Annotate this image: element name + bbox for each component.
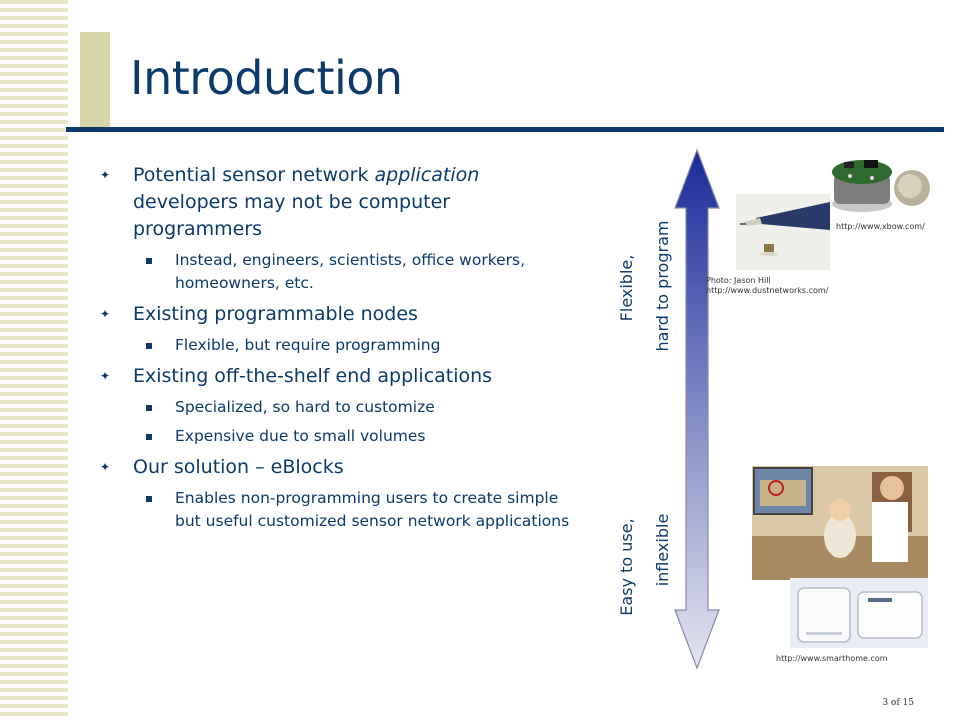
- sub-bullet-text: Specialized, so hard to customize: [175, 398, 435, 416]
- bullet-list: ✦ Potential sensor network application d…: [100, 156, 580, 533]
- sub-bullet-specialized: Specialized, so hard to customize: [100, 396, 580, 419]
- decorative-stripes: [0, 0, 68, 720]
- bullet-programmable-nodes: ✦ Existing programmable nodes: [100, 301, 580, 328]
- square-bullet-icon: [146, 343, 152, 349]
- bullet-potential-developers: ✦ Potential sensor network application d…: [100, 162, 580, 243]
- bullet-text: Existing programmable nodes: [133, 303, 418, 325]
- diamond-bullet-icon: ✦: [100, 307, 111, 321]
- axis-label-inflexible: inflexible: [653, 513, 672, 587]
- axis-label-flexible: Flexible,: [617, 254, 636, 322]
- bullet-text: Existing off-the-shelf end applications: [133, 365, 493, 387]
- credit-smarthome: http://www.smarthome.com: [776, 654, 888, 663]
- sub-bullet-enables: Enables non-programming users to create …: [100, 487, 580, 533]
- sub-bullet-text: Expensive due to small volumes: [175, 427, 426, 445]
- double-arrow-icon: [674, 148, 720, 670]
- sub-bullet-expensive: Expensive due to small volumes: [100, 425, 580, 448]
- credit-xbow: http://www.xbow.com/: [836, 222, 925, 231]
- bullet-our-solution: ✦ Our solution – eBlocks: [100, 454, 580, 481]
- credit-photo-by: Photo: Jason Hill: [706, 276, 771, 285]
- garage-door-kit-image: [790, 578, 928, 648]
- sub-bullet-flexible: Flexible, but require programming: [100, 334, 580, 357]
- square-bullet-icon: [146, 258, 152, 264]
- xbow-mote-image: [820, 148, 934, 218]
- square-bullet-icon: [146, 496, 152, 502]
- slide-number: 3 of 15: [882, 698, 914, 708]
- smarthome-photo-image: [752, 466, 928, 580]
- square-bullet-icon: [146, 405, 152, 411]
- credit-dust: http://www.dustnetworks.com/: [706, 286, 829, 295]
- slide-title: Introduction: [130, 51, 403, 105]
- title-rule: [66, 127, 944, 132]
- axis-label-hard-to-program: hard to program: [653, 220, 672, 352]
- diamond-bullet-icon: ✦: [100, 168, 111, 182]
- sub-bullet-text: Enables non-programming users to create …: [175, 489, 570, 530]
- diamond-bullet-icon: ✦: [100, 369, 111, 383]
- bullet-text-part: developers may not be computer programme…: [133, 191, 451, 240]
- bullet-text-emphasis: application: [374, 164, 480, 186]
- sub-bullet-instead: Instead, engineers, scientists, office w…: [100, 249, 580, 295]
- sub-bullet-text: Instead, engineers, scientists, office w…: [175, 251, 526, 292]
- diamond-bullet-icon: ✦: [100, 460, 111, 474]
- square-bullet-icon: [146, 434, 152, 440]
- axis-label-easy-to-use: Easy to use,: [617, 518, 636, 616]
- bullet-text: Our solution – eBlocks: [133, 456, 344, 478]
- bullet-text-part: Potential sensor network: [133, 164, 375, 186]
- sub-bullet-text: Flexible, but require programming: [175, 336, 441, 354]
- bullet-off-the-shelf: ✦ Existing off-the-shelf end application…: [100, 363, 580, 390]
- dust-mote-image: [736, 194, 830, 270]
- title-accent-bar: [80, 32, 110, 130]
